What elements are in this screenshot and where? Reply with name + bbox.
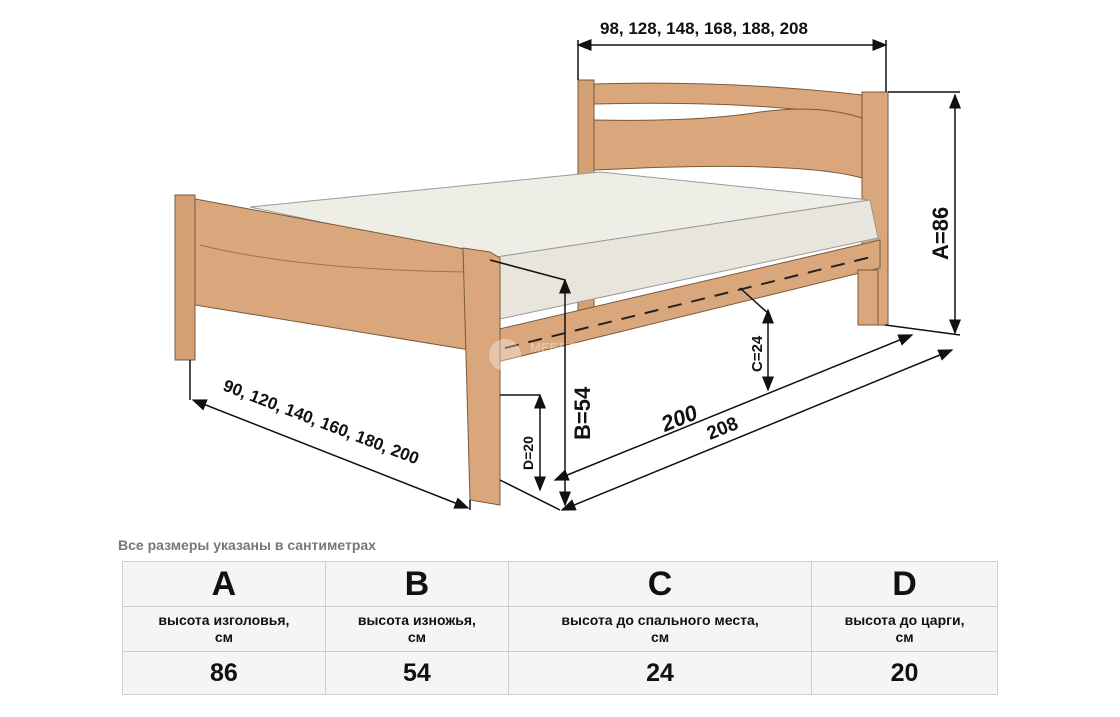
col-value-b: 54: [324, 651, 510, 695]
col-letter-c: C: [507, 561, 813, 607]
col-letter-d: D: [811, 561, 998, 607]
dimension-lines: [189, 39, 961, 511]
col-desc-d: высота до царги,см: [811, 606, 998, 652]
mattress: [249, 171, 879, 321]
col-value-a: 86: [122, 651, 326, 695]
width-label: 98, 128, 148, 168, 188, 208: [600, 19, 808, 38]
col-value-d: 20: [811, 651, 998, 695]
col-letter-b: B: [324, 561, 510, 607]
col-desc-c: высота до спального места,см: [507, 606, 813, 652]
label-b: B=54: [570, 386, 595, 440]
col-desc-b: высота изножья,см: [324, 606, 510, 652]
headboard: [577, 79, 889, 326]
col-value-c: 24: [507, 651, 813, 695]
col-desc-a: высота изголовья,см: [122, 606, 326, 652]
watermark: МЕБЕЛЬ МАСТЕР: [489, 339, 644, 371]
col-letter-a: A: [122, 561, 326, 607]
svg-text:МЕБЕЛЬ МАСТЕР: МЕБЕЛЬ МАСТЕР: [530, 340, 644, 355]
units-caption: Все размеры указаны в сантиметрах: [118, 537, 376, 553]
dimensions-table: A B C D высота изголовья,см высота изнож…: [122, 561, 998, 695]
label-a: A=86: [928, 207, 953, 260]
bed-drawing: МЕБЕЛЬ МАСТЕР 98, 128, 148, 168, 188, 20…: [174, 19, 961, 511]
label-c: C=24: [749, 335, 766, 372]
footboard: [174, 194, 501, 506]
label-d: D=20: [520, 436, 536, 470]
label-200: 200: [657, 399, 702, 437]
